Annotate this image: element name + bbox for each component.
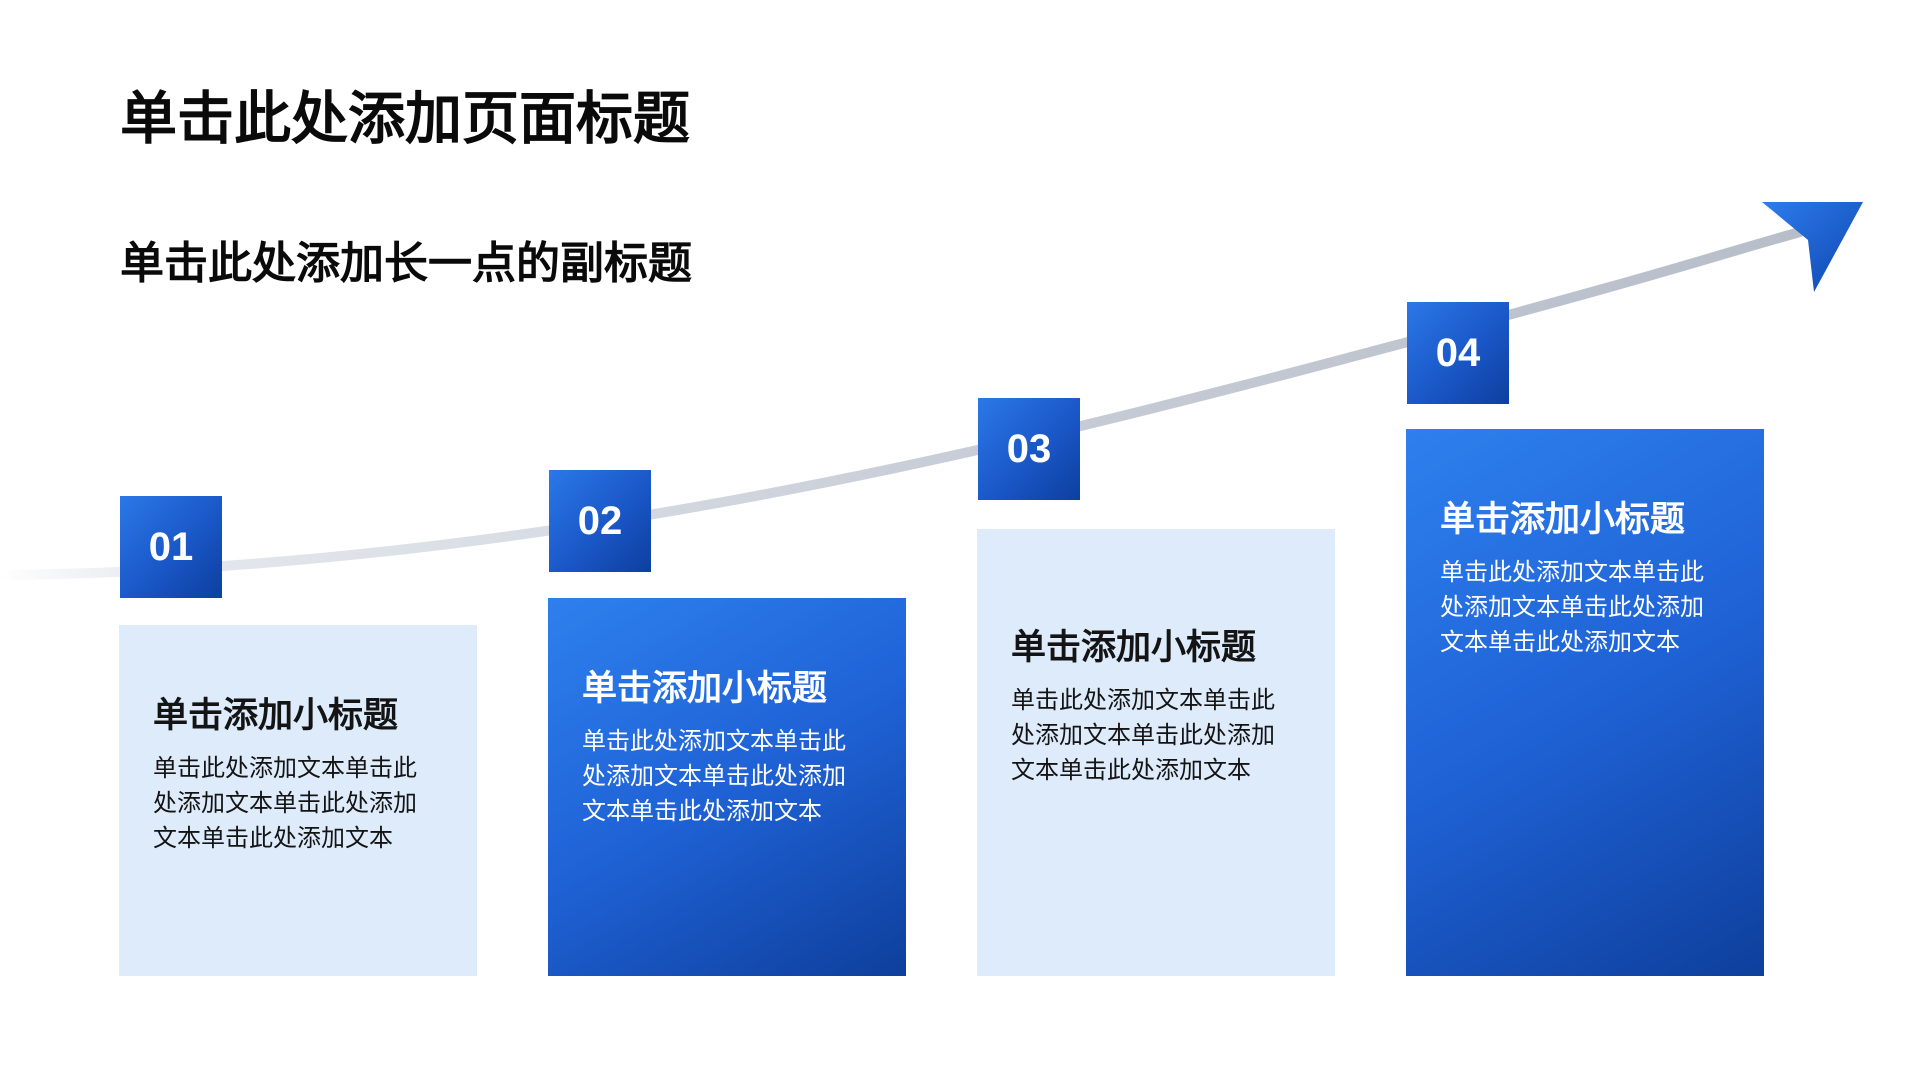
growth-curve — [0, 227, 1805, 580]
step-card-3-text: 单击此处添加文本单击此处添加文本单击此处添加文本单击此处添加文本 — [1011, 686, 1275, 784]
step-card-3-title: 单击添加小标题 — [1011, 628, 1257, 668]
step-card-4-title: 单击添加小标题 — [1440, 500, 1686, 540]
arrow-head-icon — [1762, 202, 1863, 292]
step-number-badge-2: 02 — [549, 470, 651, 572]
page-title: 单击此处添加页面标题 — [120, 86, 690, 152]
step-card-2-title: 单击添加小标题 — [582, 669, 828, 709]
step-card-1-text: 单击此处添加文本单击此处添加文本单击此处添加文本单击此处添加文本 — [153, 754, 417, 852]
step-card-1-title: 单击添加小标题 — [153, 696, 399, 736]
step-card-2-text: 单击此处添加文本单击此处添加文本单击此处添加文本单击此处添加文本 — [582, 727, 846, 825]
step-card-3: 单击添加小标题 单击此处添加文本单击此处添加文本单击此处添加文本单击此处添加文本 — [977, 529, 1335, 976]
step-card-1: 单击添加小标题 单击此处添加文本单击此处添加文本单击此处添加文本单击此处添加文本 — [119, 625, 477, 976]
page-subtitle: 单击此处添加长一点的副标题 — [120, 238, 692, 289]
step-card-4: 单击添加小标题 单击此处添加文本单击此处添加文本单击此处添加文本单击此处添加文本 — [1406, 429, 1764, 976]
step-number-badge-4: 04 — [1407, 302, 1509, 404]
step-number-badge-1: 01 — [120, 496, 222, 598]
step-card-2: 单击添加小标题 单击此处添加文本单击此处添加文本单击此处添加文本单击此处添加文本 — [548, 598, 906, 976]
step-number-badge-3: 03 — [978, 398, 1080, 500]
step-card-4-text: 单击此处添加文本单击此处添加文本单击此处添加文本单击此处添加文本 — [1440, 558, 1704, 656]
